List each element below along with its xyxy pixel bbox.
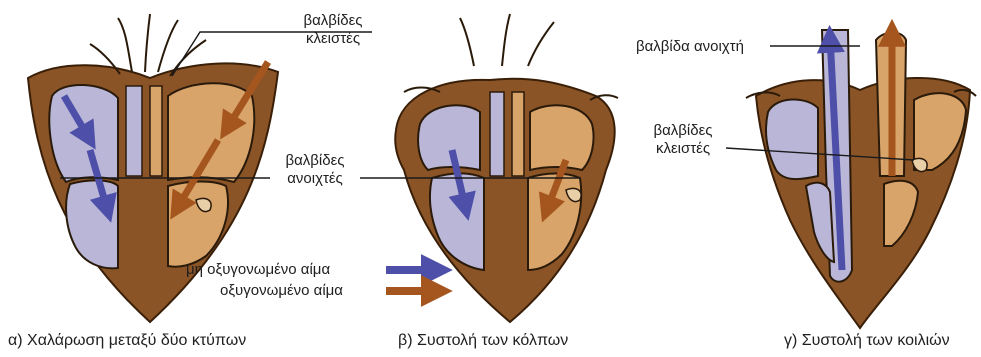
label-valves-closed-top-text: βαλβίδες κλειστές: [288, 12, 378, 48]
caption-a: α) Χαλάρωση μεταξύ δύο κτύπων: [8, 332, 246, 350]
heart-b-right-ventricle: [430, 174, 484, 271]
heart-a-left-atrium: [168, 83, 254, 182]
heart-a-left-ventricle: [168, 182, 228, 267]
label-valves-closed-right: βαλβίδες κλειστές: [638, 122, 728, 158]
label-valves-open-text: βαλβίδες ανοιχτές: [270, 152, 360, 188]
label-valve-open: βαλβίδα ανοιχτή: [636, 38, 744, 56]
heart-a-right-ventricle: [66, 180, 118, 268]
heart-b-left-atrium: [530, 105, 594, 170]
label-valves-closed-right-text: βαλβίδες κλειστές: [638, 122, 728, 158]
heart-c-right-atrium: [766, 99, 818, 179]
legend-deoxygenated-text: μη οξυγονωμένο αίμα: [186, 261, 330, 278]
label-valve-open-text: βαλβίδα ανοιχτή: [636, 38, 744, 55]
caption-c: γ) Συστολή των κοιλιών: [784, 332, 950, 350]
label-valves-open: βαλβίδες ανοιχτές: [270, 152, 360, 188]
legend-oxygenated: οξυγονωμένο αίμα: [220, 282, 343, 300]
heart-c-ventricular-systole: [746, 30, 976, 328]
legend-deoxygenated: μη οξυγονωμένο αίμα: [186, 261, 330, 279]
legend-oxygenated-text: οξυγονωμένο αίμα: [220, 282, 343, 299]
caption-b: β) Συστολή των κόλπων: [398, 332, 568, 350]
label-valves-closed-top: βαλβίδες κλειστές: [288, 12, 378, 48]
heart-b-atrial-systole: [395, 14, 618, 322]
heart-b-right-atrium: [418, 105, 480, 170]
